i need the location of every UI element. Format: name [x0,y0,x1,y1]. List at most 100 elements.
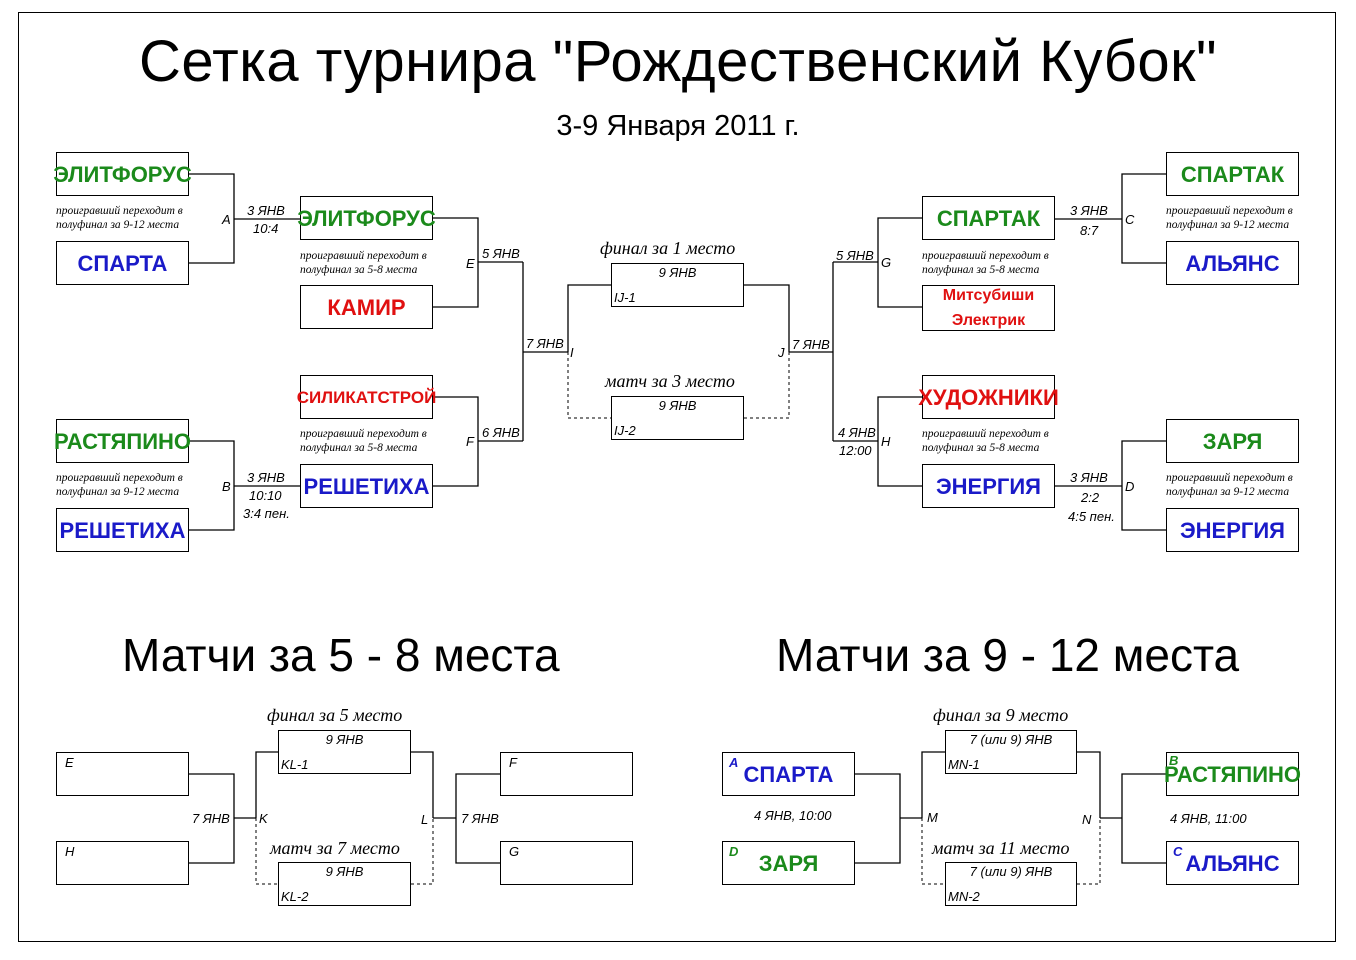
team-name: РЕШЕТИХА [59,517,186,543]
team-box-spartak: СПАРТАК [1166,152,1299,196]
loser-note: проигравший переходит в полуфинал за 5-8… [922,428,1049,454]
match-label-k: K [259,811,268,826]
match-label-a: A [222,212,231,227]
loser-note: проигравший переходит в полуфинал за 9-1… [56,205,183,231]
match-time: 4 ЯНВ, 10:00 [754,808,832,823]
match-code: IJ-2 [614,423,636,438]
match-label-c: C [1125,212,1135,227]
match-date: 7 (или 9) ЯНВ [969,864,1053,879]
team-name: ЭНЕРГИЯ [936,473,1041,499]
final-1-title: финал за 1 место [600,238,736,258]
team-box-spartak-q: СПАРТАК [922,196,1055,240]
match-date: 5 ЯНВ [836,248,874,263]
loser-note: проигравший переходит в полуфинал за 9-1… [1166,472,1293,498]
loser-note: проигравший переходит в полуфинал за 9-1… [1166,205,1293,231]
match-date: 7 ЯНВ [792,337,830,352]
match-11-title: матч за 11 место [932,838,1070,858]
team-box-reshetikha-q: РЕШЕТИХА [300,464,433,508]
loser-note: проигравший переходит в полуфинал за 9-1… [56,472,183,498]
match-date: 5 ЯНВ [482,246,520,261]
match-date: 3 ЯНВ [247,203,285,218]
team-name: ЗАРЯ [1202,428,1263,454]
match-code: KL-1 [281,757,309,772]
team-name: ЭНЕРГИЯ [1180,517,1285,543]
match-7-box: 9 ЯНВ KL-2 [278,862,411,906]
slot-label: C [1173,844,1183,859]
slot-a-sparta: A СПАРТА [722,752,855,796]
match-date: 9 ЯНВ [658,265,697,280]
match-label-g: G [881,255,892,270]
team-box-zarya: ЗАРЯ [1166,419,1299,463]
slot-label: D [729,844,739,859]
team-name: СПАРТА [743,761,834,787]
match-date: 9 ЯНВ [325,864,364,879]
match-date: 3 ЯНВ [247,470,285,485]
match-label-e: E [466,256,475,271]
third-place-title: матч за 3 место [605,371,735,391]
slot-label: B [1169,753,1179,768]
loser-note: проигравший переходит в полуфинал за 5-8… [300,428,427,454]
team-name: АЛЬЯНС [1185,250,1280,276]
match-label-d: D [1125,479,1135,494]
final-9-box: 7 (или 9) ЯНВ MN-1 [945,730,1077,774]
section-title-9-12: Матчи за 9 - 12 места [776,629,1240,681]
match-penalty: 3:4 пен. [243,506,290,521]
match-code: IJ-1 [614,290,636,305]
team-name: СПАРТАК [1180,161,1285,187]
match-11-box: 7 (или 9) ЯНВ MN-2 [945,862,1077,906]
team-name: ЭЛИТФОРУС [53,161,192,187]
match-date: 6 ЯНВ [482,425,520,440]
team-name-line2: Электрик [951,312,1026,329]
match-date: 7 (или 9) ЯНВ [969,732,1053,747]
final-5-title: финал за 5 место [267,705,403,725]
team-name: ЗАРЯ [758,850,819,876]
match-date: 9 ЯНВ [325,732,364,747]
team-name: СПАРТА [77,250,168,276]
match-label-l: L [421,812,429,827]
match-penalty: 4:5 пен. [1068,509,1115,524]
team-box-energiya: ЭНЕРГИЯ [1166,508,1299,552]
team-box-silikatstroy: СИЛИКАТСТРОЙ [297,375,436,419]
final-9-title: финал за 9 место [933,705,1069,725]
team-name: РАСТЯПИНО [1164,761,1302,787]
team-box-energiya-q: ЭНЕРГИЯ [922,464,1055,508]
team-box-elitforus-q: ЭЛИТФОРУС [297,196,436,240]
match-date: 7 ЯНВ [526,336,564,351]
match-date: 4 ЯНВ [838,425,876,440]
match-date: 9 ЯНВ [658,398,697,413]
match-label-h: H [881,434,891,449]
team-name: КАМИР [327,294,406,320]
match-score: 10:10 [249,488,282,503]
match-code: KL-2 [281,889,309,904]
team-name: СИЛИКАТСТРОЙ [296,387,437,407]
match-score: 10:4 [253,221,279,236]
match-code: MN-2 [948,889,980,904]
third-place-box: 9 ЯНВ IJ-2 [611,396,744,440]
match-label-m: M [927,810,938,825]
team-box-kamir: КАМИР [300,285,433,329]
slot-label: F [509,755,517,770]
slot-label: H [65,844,75,859]
match-label-j: J [778,345,785,360]
slot-g: G [500,841,633,885]
match-label-b: B [222,479,231,494]
match-label-i: I [570,345,574,360]
team-name: РАСТЯПИНО [54,428,192,454]
team-box-reshetikha: РЕШЕТИХА [56,508,189,552]
match-date: 7 ЯНВ [192,811,230,826]
match-7-title: матч за 7 место [270,838,400,858]
team-name: ХУДОЖНИКИ [918,384,1059,410]
slot-label: A [729,755,739,770]
slot-d-zarya: D ЗАРЯ [722,841,855,885]
match-score: 2:2 [1081,490,1100,505]
team-name-line1: Митсубиши [942,287,1035,304]
team-box-khudozhniki: ХУДОЖНИКИ [918,375,1059,419]
team-box-elitforus: ЭЛИТФОРУС [53,152,192,196]
match-code: MN-1 [948,757,980,772]
match-date: 7 ЯНВ [461,811,499,826]
team-name: РЕШЕТИХА [303,473,430,499]
final-5-box: 9 ЯНВ KL-1 [278,730,411,774]
